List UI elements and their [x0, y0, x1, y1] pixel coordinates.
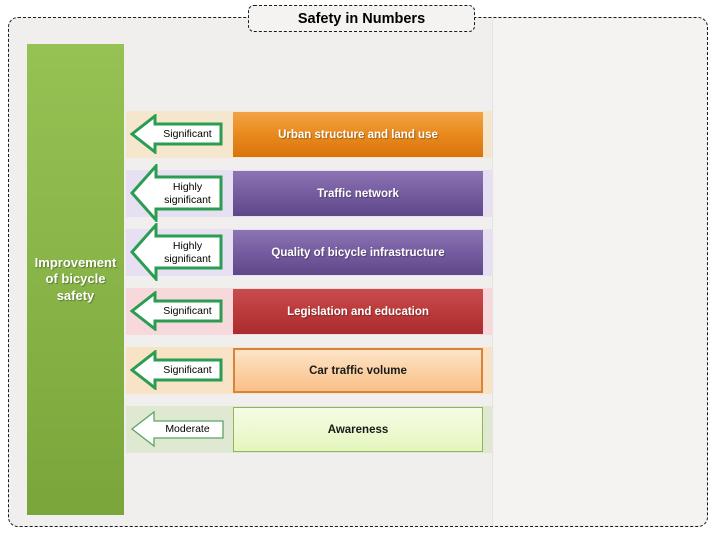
- factor-label: Legislation and education: [287, 305, 429, 318]
- factor-label: Car traffic volume: [309, 364, 407, 377]
- significance-label: Moderate: [165, 423, 210, 436]
- left-arrow-icon: [130, 223, 223, 281]
- significance-label: Highly significant: [164, 181, 211, 206]
- factor-bar: Traffic network: [233, 171, 483, 216]
- improvement-bar: Improvement of bicycle safety: [27, 44, 124, 515]
- left-arrow-icon: [130, 350, 223, 390]
- left-arrow-icon: [130, 291, 223, 331]
- page-title-box: Safety in Numbers: [248, 5, 475, 32]
- factor-label: Awareness: [327, 423, 389, 436]
- significance-label: Significant: [163, 364, 212, 377]
- significance-label: Highly significant: [164, 240, 211, 265]
- page-title: Safety in Numbers: [297, 10, 426, 27]
- right-background-pane: [493, 19, 706, 525]
- left-arrow-icon: [130, 164, 223, 222]
- column-divider: [492, 19, 493, 525]
- significance-label: Significant: [163, 128, 212, 141]
- left-arrow-icon: [130, 114, 223, 154]
- factor-bar: Car traffic volume: [233, 348, 483, 393]
- left-arrow-icon: [130, 410, 224, 448]
- factor-bar: Quality of bicycle infrastructure: [233, 230, 483, 275]
- factor-label: Traffic network: [317, 187, 399, 200]
- significance-label: Significant: [163, 305, 212, 318]
- improvement-bar-label: Improvement of bicycle safety: [34, 255, 117, 303]
- factor-bar: Awareness: [233, 407, 483, 452]
- factor-bar: Legislation and education: [233, 289, 483, 334]
- factor-label: Quality of bicycle infrastructure: [271, 246, 445, 259]
- factor-bar: Urban structure and land use: [233, 112, 483, 157]
- factor-label: Urban structure and land use: [278, 128, 438, 141]
